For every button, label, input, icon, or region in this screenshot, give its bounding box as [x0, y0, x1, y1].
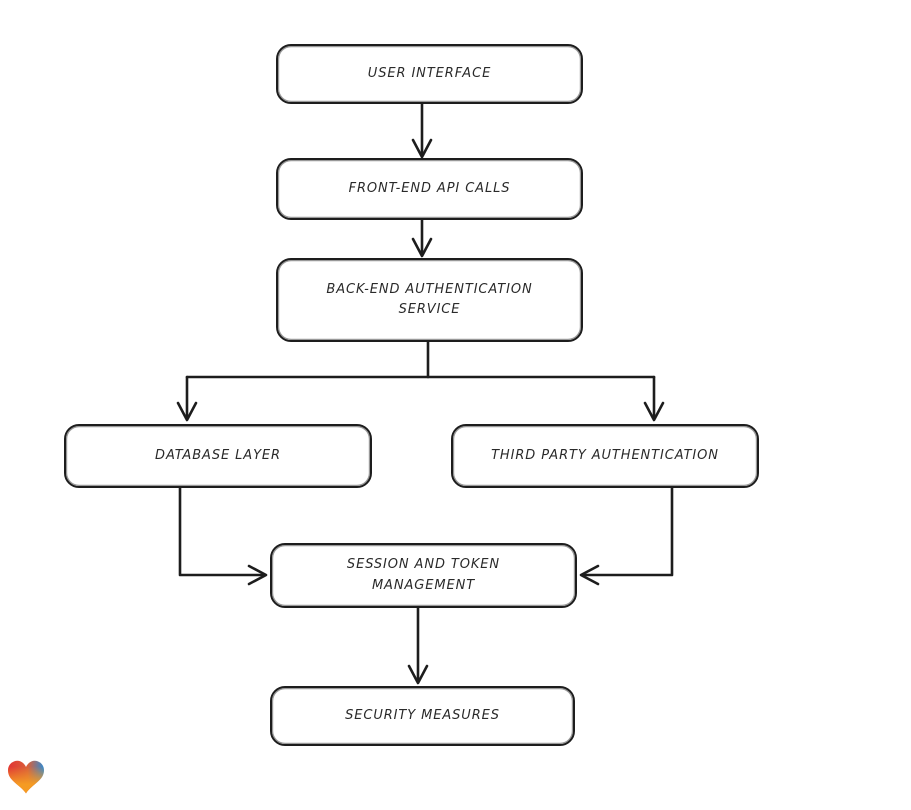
- edge-session-to-security: [407, 606, 429, 685]
- node-third-party-authentication[interactable]: THIRD PARTY AUTHENTICATION: [451, 424, 759, 488]
- edge-user-interface-to-front-end: [411, 102, 433, 159]
- node-back-end-authentication-service[interactable]: BACK-END AUTHENTICATION SERVICE: [276, 258, 583, 342]
- edge-database-to-session: [178, 486, 268, 586]
- edge-back-end-branch: [176, 340, 665, 422]
- node-back-end-authentication-service-label: BACK-END AUTHENTICATION SERVICE: [326, 281, 533, 317]
- node-database-layer-label: DATABASE LAYER: [155, 447, 281, 463]
- node-security-measures-label: SECURITY MEASURES: [345, 707, 500, 723]
- node-front-end-api-calls[interactable]: FRONT-END API CALLS: [276, 158, 583, 220]
- node-security-measures[interactable]: SECURITY MEASURES: [270, 686, 575, 746]
- node-user-interface-label: USER INTERFACE: [367, 65, 492, 81]
- node-session-and-token-management-label: SESSION AND TOKEN MANAGEMENT: [346, 557, 501, 593]
- node-session-and-token-management[interactable]: SESSION AND TOKEN MANAGEMENT: [270, 543, 577, 608]
- edge-third-party-to-session: [579, 486, 674, 586]
- node-front-end-api-calls-label: FRONT-END API CALLS: [348, 180, 511, 196]
- node-database-layer[interactable]: DATABASE LAYER: [64, 424, 372, 488]
- gradient-heart-logo-icon[interactable]: [8, 760, 44, 794]
- edge-front-end-to-back-end: [411, 218, 433, 258]
- node-third-party-authentication-label: THIRD PARTY AUTHENTICATION: [491, 447, 719, 463]
- node-user-interface[interactable]: USER INTERFACE: [276, 44, 583, 104]
